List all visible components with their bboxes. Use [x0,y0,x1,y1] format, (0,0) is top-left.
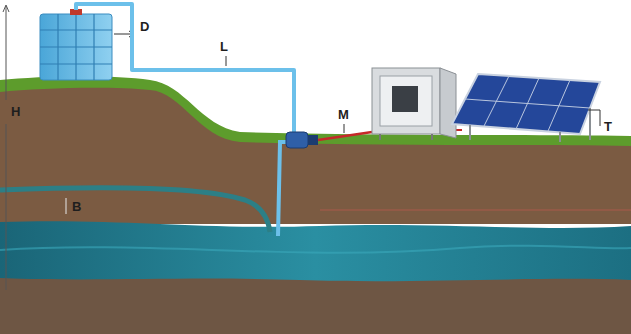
dimension-label: T [604,120,612,134]
soil-layer [320,209,631,211]
water-tank [40,14,112,80]
h-arrow [3,5,9,12]
drain-pipe [0,188,270,232]
dimension-label: D [140,20,149,34]
m-tick [344,124,345,133]
pump-motor [308,135,318,145]
l-tick [226,56,227,66]
water-wave [0,246,631,253]
power-cable [318,132,372,140]
tank-grid [40,14,112,80]
dimension-label: B [72,200,81,214]
dimension-label: H [11,105,20,119]
panel-stand [470,108,590,142]
inverter [392,86,418,112]
h-line [6,124,7,290]
delivery-pipe [76,4,294,136]
bedrock [0,276,631,334]
h-line [6,6,7,100]
pump [286,132,308,148]
cabinet-door [440,68,456,138]
panel-grid [465,76,590,131]
dimension-label: L [220,40,228,54]
controller-cabinet [372,68,440,134]
aquifer [0,221,631,281]
t-angle [588,110,600,126]
drop-pipe [278,142,288,236]
cabinet-inside [380,76,432,126]
b-tick [66,198,67,214]
dimension-label: M [338,108,349,122]
solar-panel [452,74,600,134]
